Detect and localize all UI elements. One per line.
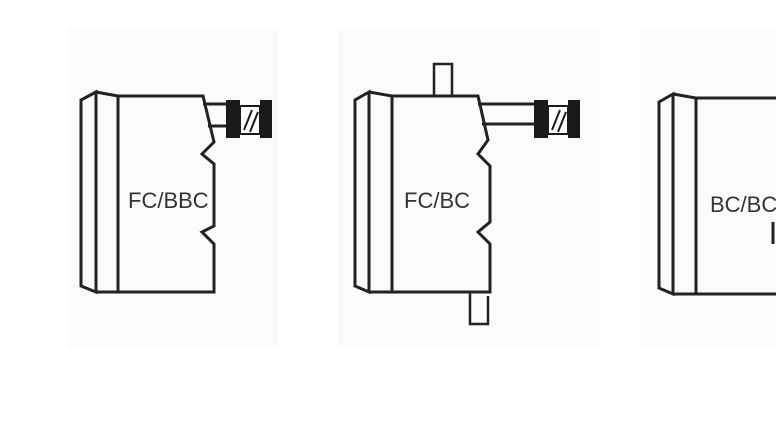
unit-label: FC/BC — [404, 188, 470, 213]
panel-fc-bbc — [68, 28, 278, 348]
thread-line — [557, 111, 567, 133]
front-cover — [368, 90, 394, 294]
body-outline — [118, 94, 216, 294]
front-flange — [79, 89, 98, 295]
thread-line — [249, 111, 259, 133]
clamp-block-outer — [568, 100, 580, 138]
clamp-block-inner — [534, 100, 548, 138]
bottom-bracket — [468, 292, 490, 326]
axle — [478, 102, 536, 126]
clamp-block-inner — [226, 100, 240, 138]
clamp-block-outer — [260, 100, 272, 138]
thread-line — [243, 109, 253, 131]
body-outline — [392, 94, 492, 294]
unit-fc-bc: FC/BC — [353, 62, 580, 326]
front-cover — [672, 92, 698, 296]
thread-line — [551, 109, 561, 131]
body-outline — [696, 96, 776, 296]
front-cover — [95, 90, 120, 294]
unit-label: BC/BC — [710, 192, 776, 217]
top-spindle — [432, 62, 454, 98]
unit-bc-bc: BC/BC — [657, 91, 776, 297]
unit-label: FC/BBC — [128, 188, 209, 213]
front-flange — [657, 91, 675, 297]
axle — [203, 102, 228, 128]
front-flange — [353, 89, 371, 295]
unit-fc-bbc: FC/BBC — [79, 89, 272, 295]
